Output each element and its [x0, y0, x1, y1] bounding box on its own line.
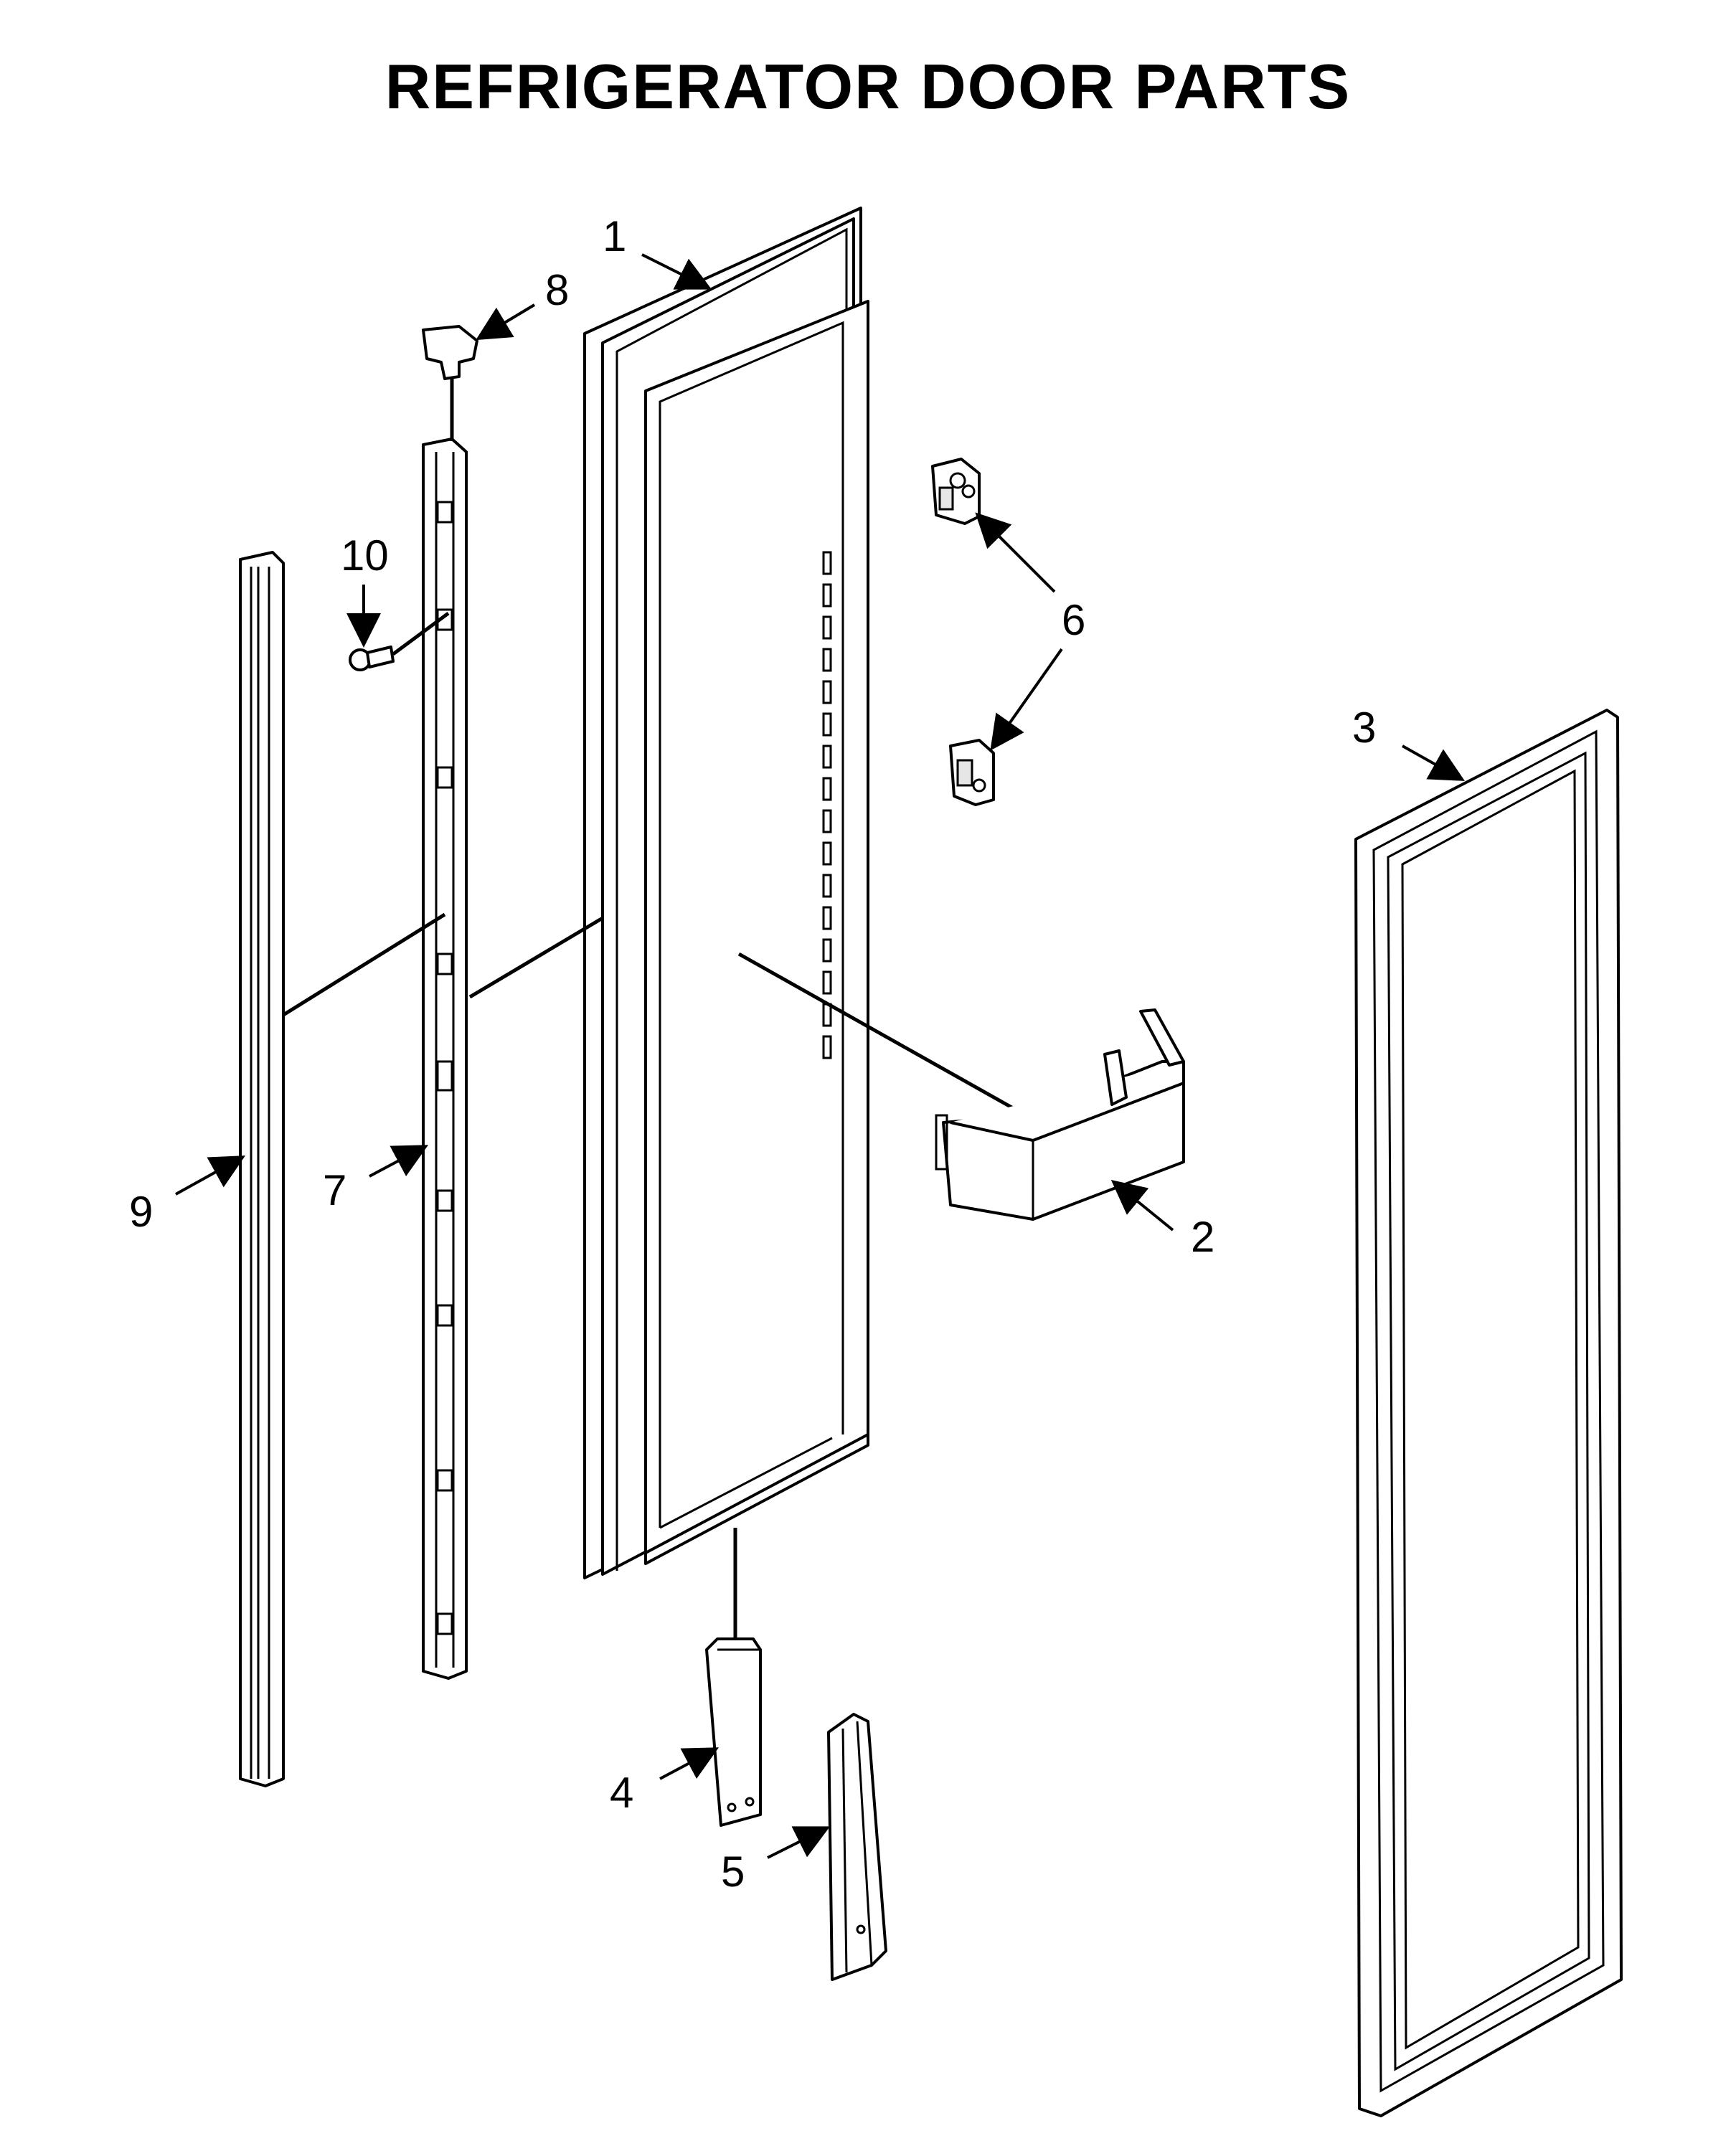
arrow-2 — [1110, 1179, 1174, 1232]
callout-7: 7 — [323, 1166, 346, 1214]
callout-3: 3 — [1352, 704, 1376, 752]
arrow-5 — [767, 1826, 831, 1859]
part-5-handle-trim[interactable] — [827, 1713, 887, 1981]
callout-8: 8 — [545, 266, 569, 314]
arrow-3 — [1402, 745, 1465, 781]
part-1-door-liner[interactable] — [583, 207, 869, 1579]
part-9-trim-strip[interactable] — [239, 551, 285, 1787]
callout-10: 10 — [341, 531, 389, 580]
part-8-door-stop[interactable] — [422, 325, 478, 441]
part-6-hinge-lower[interactable] — [949, 739, 995, 806]
arrow-7 — [369, 1145, 429, 1178]
part-6-hinge-upper[interactable] — [931, 458, 981, 525]
callout-arrows — [175, 253, 1465, 1859]
arrow-6b — [990, 648, 1063, 751]
arrow-6a — [975, 512, 1056, 593]
part-3-door-gasket[interactable] — [1354, 709, 1623, 2117]
part-10-screw[interactable] — [349, 611, 450, 671]
callout-5: 5 — [721, 1848, 745, 1896]
diagram-title: REFRIGERATOR DOOR PARTS — [385, 51, 1351, 122]
arrow-4 — [659, 1747, 720, 1780]
part-7-hinge-channel[interactable] — [422, 438, 468, 1680]
callout-4: 4 — [610, 1769, 633, 1817]
arrow-8 — [476, 303, 536, 341]
assembly-leaders — [282, 912, 1027, 1642]
callout-6: 6 — [1062, 596, 1085, 644]
callout-9: 9 — [129, 1188, 153, 1236]
part-4-bracket[interactable] — [705, 1637, 762, 1827]
callout-labels: 1 2 3 4 5 6 7 8 9 10 — [129, 212, 1376, 1896]
callout-1: 1 — [603, 212, 626, 260]
arrow-1 — [641, 253, 712, 290]
callout-2: 2 — [1191, 1213, 1214, 1261]
part-2-door-bin[interactable] — [935, 1008, 1185, 1221]
arrow-9 — [175, 1155, 245, 1196]
